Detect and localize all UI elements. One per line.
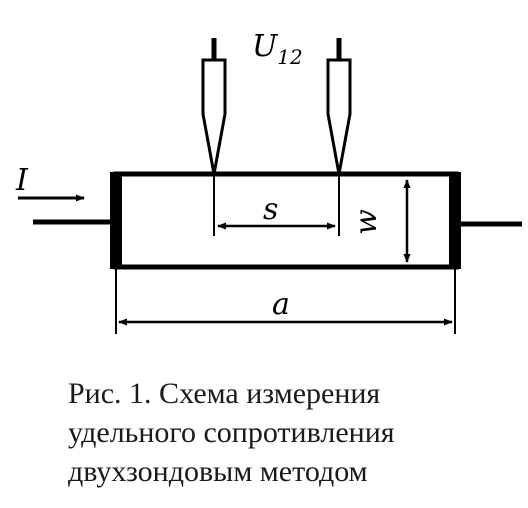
width-label: w (349, 209, 384, 235)
voltage-label: U12 (252, 29, 303, 69)
caption-line-3: двухзондовым методом (68, 455, 368, 488)
length-label: a (272, 287, 290, 322)
figure-caption: Рис. 1. Схема измерения удельного сопрот… (68, 374, 508, 491)
left-contact (110, 172, 122, 269)
probe-2 (326, 38, 352, 236)
spacing-label: s (263, 192, 278, 227)
caption-line-1: Рис. 1. Схема измерения (68, 377, 381, 410)
caption-line-2: удельного сопротивления (68, 416, 395, 449)
current-label: I (15, 163, 29, 198)
probe-1 (201, 38, 227, 236)
two-probe-diagram: I U12 s w a (15, 29, 522, 334)
right-contact (449, 172, 461, 269)
sample-bar (113, 171, 459, 270)
